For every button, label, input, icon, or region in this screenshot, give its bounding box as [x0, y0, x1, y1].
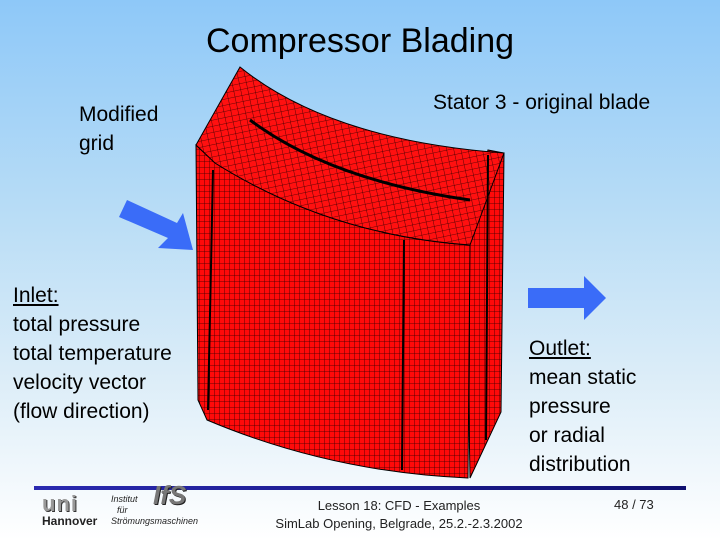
- label-line: Modified: [79, 103, 159, 126]
- inlet-line: (flow direction): [13, 400, 150, 423]
- footer-center: Lesson 18: CFD - Examples SimLab Opening…: [266, 497, 532, 533]
- footer-lesson: Lesson 18: CFD - Examples: [317, 498, 481, 513]
- inlet-arrow-icon: [119, 200, 193, 250]
- outlet-line: mean static: [529, 366, 637, 389]
- ifs-logo: Institut für Strömungsmaschinen IfS: [111, 482, 199, 527]
- slide-title: Compressor Blading: [205, 22, 515, 60]
- logo-city: Hannover: [42, 514, 98, 528]
- outlet-line: or radial: [529, 424, 605, 447]
- inlet-line: total pressure: [13, 313, 141, 336]
- logo-uni: uni: [42, 491, 78, 516]
- logo-text: Institut: [111, 494, 138, 504]
- uni-hannover-logo: uni Hannover: [42, 491, 104, 529]
- label-line: grid: [79, 132, 115, 155]
- outlet-heading: Outlet:: [529, 337, 591, 360]
- inlet-block: Inlet: total pressure total temperature …: [13, 281, 172, 426]
- page-number: 48 / 73: [614, 497, 654, 512]
- logo-ifs: IfS: [153, 480, 187, 510]
- footer-rule: [34, 486, 686, 490]
- outlet-line: pressure: [529, 395, 611, 418]
- modified-grid-label: Modified grid: [79, 100, 158, 158]
- stator-label: Stator 3 - original blade: [433, 91, 651, 114]
- outlet-line: distribution: [529, 453, 631, 476]
- logo-text: für: [117, 505, 128, 515]
- footer-event: SimLab Opening, Belgrade, 25.2.-2.3.2002: [275, 516, 523, 531]
- logo-text: Strömungsmaschinen: [111, 516, 199, 526]
- outlet-block: Outlet: mean static pressure or radial d…: [529, 334, 636, 479]
- inlet-line: velocity vector: [13, 371, 147, 394]
- outlet-arrow-icon: [528, 276, 606, 320]
- inlet-heading: Inlet:: [13, 284, 59, 307]
- inlet-line: total temperature: [13, 342, 172, 365]
